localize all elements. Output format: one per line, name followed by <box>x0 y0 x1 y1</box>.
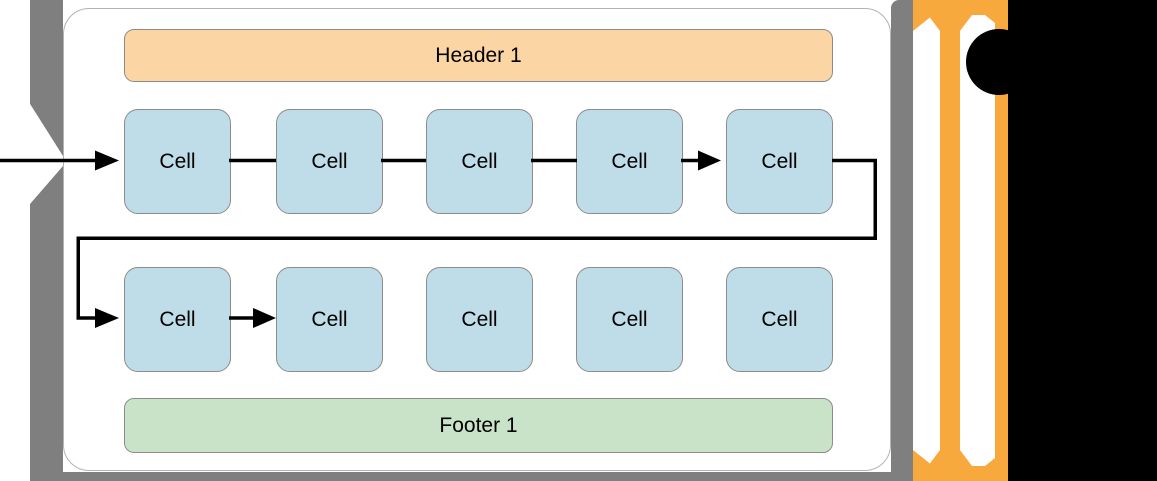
content-view: Header 1 Cell Cell Cell Cell Cell Cell C… <box>63 8 891 471</box>
backdrop-left-strip-upper <box>30 0 63 156</box>
cell-label: Cell <box>461 149 498 173</box>
cell: Cell <box>276 109 383 214</box>
cell: Cell <box>726 109 833 214</box>
annotation-dot <box>966 29 1032 95</box>
cell: Cell <box>426 109 533 214</box>
mask-rect <box>1008 0 1157 481</box>
cell: Cell <box>726 267 833 372</box>
footer-label: Footer 1 <box>439 413 518 437</box>
backdrop-right-strip <box>891 0 913 481</box>
footer-bar: Footer 1 <box>124 398 833 453</box>
header-bar: Header 1 <box>124 29 833 82</box>
cell: Cell <box>576 109 683 214</box>
cell-label: Cell <box>311 149 348 173</box>
backdrop-bottom-strip <box>30 472 913 481</box>
cell-label: Cell <box>159 307 196 331</box>
cell-label: Cell <box>761 307 798 331</box>
cell-label: Cell <box>311 307 348 331</box>
cell-label: Cell <box>461 307 498 331</box>
cell-label: Cell <box>611 307 648 331</box>
cell: Cell <box>276 267 383 372</box>
scroll-direction-arrow <box>913 0 1017 481</box>
cell-label: Cell <box>611 149 648 173</box>
cell-label: Cell <box>761 149 798 173</box>
cell: Cell <box>426 267 533 372</box>
backdrop-left-strip-lower <box>30 166 63 481</box>
black-mask <box>966 0 1157 481</box>
cell: Cell <box>576 267 683 372</box>
cell: Cell <box>124 109 231 214</box>
cell-label: Cell <box>159 149 196 173</box>
cell: Cell <box>124 267 231 372</box>
header-label: Header 1 <box>435 43 522 67</box>
